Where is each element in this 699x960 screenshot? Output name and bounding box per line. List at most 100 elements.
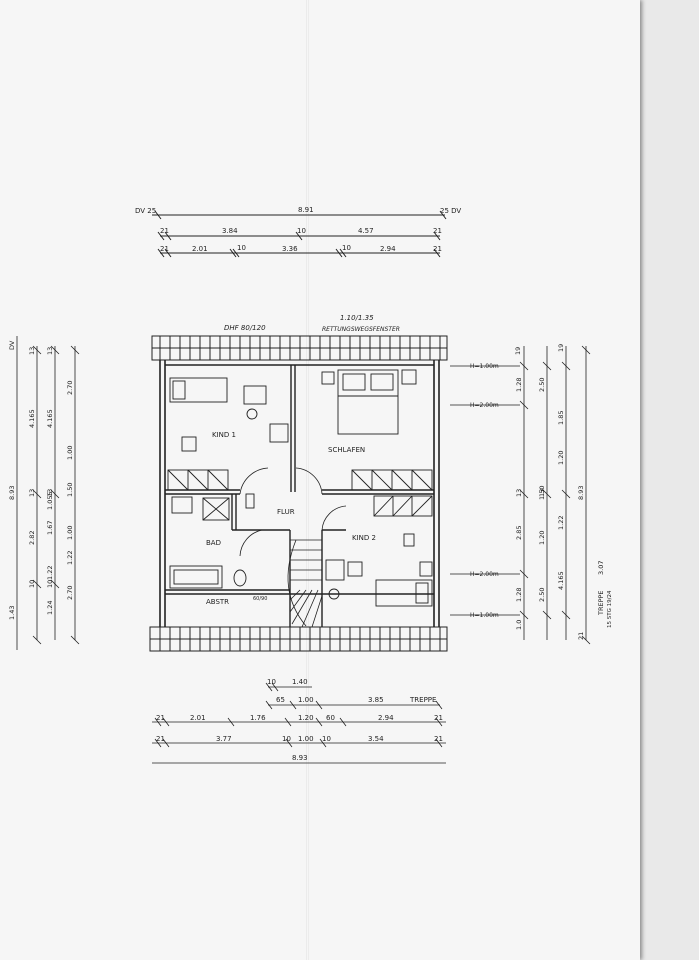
right-dim-c1-3: 1.0 xyxy=(515,620,523,630)
right-tick-1: 19 xyxy=(557,344,565,352)
left-dim-c1-2: 8.93 xyxy=(8,486,16,500)
left-dim-c4-1: 1.00 xyxy=(66,446,74,460)
bottom-row1-seg: 1.40 xyxy=(292,678,308,686)
left-tick-2: 13 xyxy=(28,489,36,497)
right-dim-c4-1: 3.07 xyxy=(597,561,605,575)
right-dim-c2-2: 1.20 xyxy=(538,531,546,545)
left-dv-label: DV xyxy=(8,340,16,350)
roof-bottom xyxy=(149,626,448,652)
paper-fold xyxy=(306,0,309,960)
right-tick-3: 13 xyxy=(538,489,546,497)
bottom-row3-seg3: 1.20 xyxy=(298,714,314,722)
top-row3-small-a: 10 xyxy=(237,244,246,252)
left-tick-4: 10 xyxy=(28,580,36,588)
right-dim-c1-0: 1.28 xyxy=(515,378,523,392)
note-dhf: DHF 80/120 xyxy=(224,324,266,332)
right-treppe-label: TREPPE xyxy=(597,590,605,616)
bottom-row2-a: 65 xyxy=(276,696,285,704)
bottom-row4-seg1: 3.77 xyxy=(216,735,232,743)
bottom-row2-label: TREPPE xyxy=(409,696,436,704)
bottom-overall-dim: 8.93 xyxy=(292,754,308,762)
top-row2-seg2: 4.57 xyxy=(358,227,374,235)
top-row2-left-small: 21 xyxy=(160,227,169,235)
top-row2-right-small: 21 xyxy=(433,227,442,235)
bottom-row4-seg2: 1.00 xyxy=(298,735,314,743)
top-row3-left-small: 21 xyxy=(160,245,169,253)
bottom-row3-seg2: 1.76 xyxy=(250,714,266,722)
height-label-bottom-2: H=2.00m xyxy=(470,571,499,578)
top-row3-small-b: 10 xyxy=(342,244,351,252)
bottom-row3-seg5: 2.94 xyxy=(378,714,394,722)
bottom-row3-left-small: 21 xyxy=(156,714,165,722)
height-label-top-1: H=1.00m xyxy=(470,363,499,370)
right-dim-c2-3: 2.50 xyxy=(538,588,546,602)
note-rettungsweg: RETTUNGSWEGSFENSTER xyxy=(322,326,400,333)
top-overall-dim: 8.91 xyxy=(298,206,314,214)
left-dim-c3-1: 1.055 xyxy=(46,491,54,510)
top-row3-right-small: 21 xyxy=(433,245,442,253)
bottom-row3-seg4: 60 xyxy=(326,714,335,722)
right-dimension-lines xyxy=(450,345,591,645)
left-dim-c4-3: 1.00 xyxy=(66,526,74,540)
left-dim-c4-0: 2.70 xyxy=(66,381,74,395)
left-dimension-lines xyxy=(16,336,80,650)
right-dim-c4-0: 8.93 xyxy=(577,486,585,500)
right-tick-4: 21 xyxy=(577,632,585,640)
left-tick-1: 13 xyxy=(46,347,54,355)
right-dim-c3-3: 4.165 xyxy=(557,571,565,590)
bottom-row4-left-small: 21 xyxy=(156,735,165,743)
furniture xyxy=(167,369,433,607)
height-label-bottom-1: H=1.00m xyxy=(470,612,499,619)
left-dim-c1-1: 2.82 xyxy=(28,531,36,545)
bottom-row2-c: 3.85 xyxy=(368,696,384,704)
bottom-row1-small: 10 xyxy=(267,678,276,686)
room-label-bad: BAD xyxy=(206,539,221,547)
left-dim-c2-0: 4.165 xyxy=(28,409,36,428)
room-label-kind1: KIND 1 xyxy=(212,431,236,439)
note-window-size: 1.10/1.35 xyxy=(340,314,374,322)
right-tick-0: 19 xyxy=(514,347,522,355)
room-label-abstr: ABSTR xyxy=(206,598,229,606)
right-dim-c1-1: 2.85 xyxy=(515,526,523,540)
bottom-row4-seg3: 3.54 xyxy=(368,735,384,743)
height-label-top-2: H=2.00m xyxy=(470,402,499,409)
left-dim-c3-0: 4.165 xyxy=(46,409,54,428)
left-tick-3: 13 xyxy=(46,489,54,497)
right-dim-c3-1: 1.20 xyxy=(557,451,565,465)
bottom-row4-small-a: 10 xyxy=(282,735,291,743)
door-note: 60/90 xyxy=(253,596,267,602)
left-tick-0: 13 xyxy=(28,347,36,355)
left-dim-c4-4: 1.22 xyxy=(66,551,74,565)
right-dim-c2-1: 1.50 xyxy=(538,486,546,500)
top-row3-seg2: 3.36 xyxy=(282,245,298,253)
stairs xyxy=(287,539,323,628)
bottom-row2-b: 1.00 xyxy=(298,696,314,704)
room-label-kind2: KIND 2 xyxy=(352,534,376,542)
left-dim-c2-2: 1.24 xyxy=(46,601,54,615)
bottom-row3-seg1: 2.01 xyxy=(190,714,206,722)
room-label-flur: FLUR xyxy=(277,508,295,516)
top-dimension-lines xyxy=(152,210,447,258)
top-row3-seg1: 2.01 xyxy=(192,245,208,253)
left-dim-c1-0: 1.43 xyxy=(8,606,16,620)
left-tick-5: 10 xyxy=(46,580,54,588)
top-row3-seg3: 2.94 xyxy=(380,245,396,253)
right-treppe-stg: 15 STG 19/24 xyxy=(607,590,613,628)
top-row2-mid-small: 10 xyxy=(297,227,306,235)
right-dim-c3-0: 1.85 xyxy=(557,411,565,425)
top-dv-right: 25 DV xyxy=(440,207,461,215)
right-tick-2: 13 xyxy=(515,489,523,497)
right-dim-c2-0: 2.50 xyxy=(538,378,546,392)
right-dim-c1-2: 1.28 xyxy=(515,588,523,602)
room-label-schlafen: SCHLAFEN xyxy=(328,446,365,454)
paper-sheet xyxy=(0,0,640,960)
bottom-row4-small-b: 10 xyxy=(322,735,331,743)
left-dim-c4-2: 1.50 xyxy=(66,483,74,497)
bottom-dimension-lines xyxy=(152,682,446,764)
left-dim-c3-2: 1.22 xyxy=(46,566,54,580)
door-swings xyxy=(239,467,347,557)
roof-top xyxy=(151,335,448,361)
left-dim-c4-5: 2.70 xyxy=(66,586,74,600)
top-row2-seg1: 3.84 xyxy=(222,227,238,235)
